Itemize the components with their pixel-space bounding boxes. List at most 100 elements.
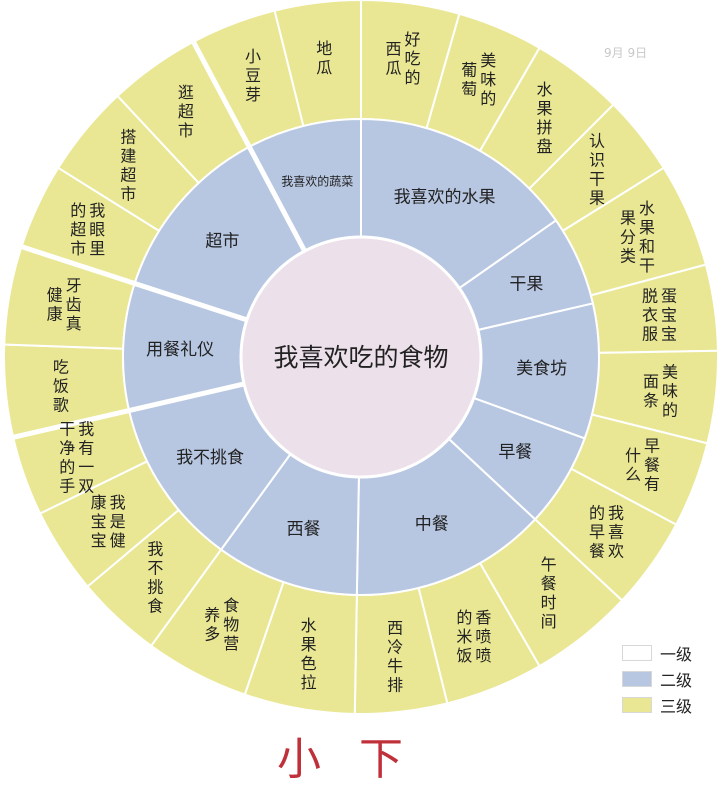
level3-label: 逛超市 <box>178 83 194 140</box>
level3-label-char: 营 <box>223 634 239 653</box>
level3-label-char: 的 <box>589 504 605 523</box>
level3-label-char: 我 <box>147 540 163 559</box>
level3-label-char: 双 <box>78 477 94 496</box>
legend: 一级 二级 三级 <box>622 640 714 718</box>
level3-label-char: 超 <box>178 102 194 121</box>
level3-label-char: 市 <box>70 239 86 258</box>
level3-label-char: 我 <box>78 420 94 439</box>
level3-label-char: 吃 <box>53 357 69 376</box>
level3-label-char: 瓜 <box>316 58 332 77</box>
level3-label-char: 康 <box>47 305 63 324</box>
level3-label-char: 不 <box>147 559 163 578</box>
level3-label-char: 水 <box>537 80 553 99</box>
level3-label-char: 地 <box>316 39 332 58</box>
level3-label-char: 餐 <box>541 574 557 593</box>
level3-label-char: 康 <box>91 493 107 512</box>
level3-label-char: 服 <box>642 325 658 344</box>
level3-label-char: 的 <box>456 608 472 627</box>
level3-label-char: 什 <box>625 446 641 465</box>
level3-label-char: 的 <box>662 401 678 420</box>
level3-label-char: 欢 <box>608 542 624 561</box>
level3-label-char: 味 <box>662 382 678 401</box>
level3-label-char: 么 <box>625 465 641 484</box>
legend-label-level2: 二级 <box>660 671 693 690</box>
level3-label-char: 豆 <box>245 66 261 85</box>
level3-label-char: 我 <box>110 493 126 512</box>
level3-label-char: 果 <box>620 208 636 227</box>
level3-label-char: 认 <box>589 131 605 150</box>
level3-label-char: 拉 <box>301 673 317 692</box>
level3-label-char: 米 <box>456 627 472 646</box>
level3-label-char: 的 <box>59 458 75 477</box>
level3-label-char: 水 <box>639 199 655 218</box>
level3-label-char: 喜 <box>608 523 624 542</box>
footer-caption: 小下 <box>277 734 441 785</box>
level3-label-char: 喷 <box>475 646 491 665</box>
level3-label-char: 牛 <box>387 657 403 676</box>
level3-label-char: 养 <box>204 606 220 625</box>
level3-label-char: 歌 <box>53 395 69 414</box>
level3-label-char: 色 <box>301 654 317 673</box>
section-divider <box>20 244 248 323</box>
level2-label: 我不挑食 <box>176 448 244 468</box>
level3-label-char: 类 <box>620 246 636 265</box>
level3-label-char: 手 <box>59 477 75 496</box>
legend-label-level3: 三级 <box>660 697 693 716</box>
level3-label: 吃饭歌 <box>53 357 69 414</box>
level3-label-char: 美 <box>662 363 678 382</box>
level3-label-char: 衣 <box>642 306 658 325</box>
level3-label-char: 逛 <box>178 83 194 102</box>
level3-label-char: 食 <box>147 597 163 616</box>
level3-label-char: 美 <box>480 51 496 70</box>
level3-label: 小豆芽 <box>245 47 261 104</box>
legend-item-level3: 三级 <box>622 692 714 718</box>
level3-label-char: 午 <box>541 555 557 574</box>
level3-label-char: 和 <box>639 237 655 256</box>
level3-label-char: 真 <box>66 314 82 333</box>
level2-label: 中餐 <box>415 515 449 535</box>
legend-swatch-level3 <box>622 697 652 713</box>
level3-label-char: 果 <box>301 635 317 654</box>
level3-label-char: 识 <box>589 150 605 169</box>
level2-label: 我喜欢的水果 <box>394 187 496 207</box>
level3-label-char: 拼 <box>537 118 553 137</box>
level3-label-char: 餐 <box>589 542 605 561</box>
level3-label-char: 市 <box>120 184 136 203</box>
level2-label: 超市 <box>205 232 239 252</box>
level3-label-char: 香 <box>475 608 491 627</box>
level3-label-char: 早 <box>644 437 660 456</box>
level3-label-char: 健 <box>110 531 126 550</box>
level3-label-char: 干 <box>639 256 655 275</box>
level3-label-char: 有 <box>78 439 94 458</box>
level3-label-char: 的 <box>404 68 420 87</box>
level3-label-char: 里 <box>89 239 105 258</box>
level3-label-char: 市 <box>178 121 194 140</box>
level2-label: 西餐 <box>287 520 321 540</box>
level3-label-char: 是 <box>110 512 126 531</box>
level3-label-char: 齿 <box>66 295 82 314</box>
level3-label-char: 宝 <box>661 325 677 344</box>
level3-label: 地瓜 <box>316 39 332 77</box>
level3-label-char: 饭 <box>456 646 472 665</box>
level3-label-char: 水 <box>301 616 317 635</box>
level3-label-char: 饭 <box>53 376 69 395</box>
food-wheel-diagram: 我喜欢吃的食物我喜欢的水果干果美食坊早餐中餐西餐我不挑食用餐礼仪超市我喜欢的蔬菜… <box>3 0 718 715</box>
legend-item-level1: 一级 <box>622 640 714 666</box>
level3-label-char: 果 <box>589 188 605 207</box>
legend-swatch-level2 <box>622 671 652 687</box>
level3-label-char: 超 <box>120 165 136 184</box>
level2-label: 干果 <box>509 274 543 294</box>
level3-label-char: 好 <box>404 30 420 49</box>
level3-label-char: 盘 <box>537 137 553 156</box>
level3-label-char: 吃 <box>404 49 420 68</box>
